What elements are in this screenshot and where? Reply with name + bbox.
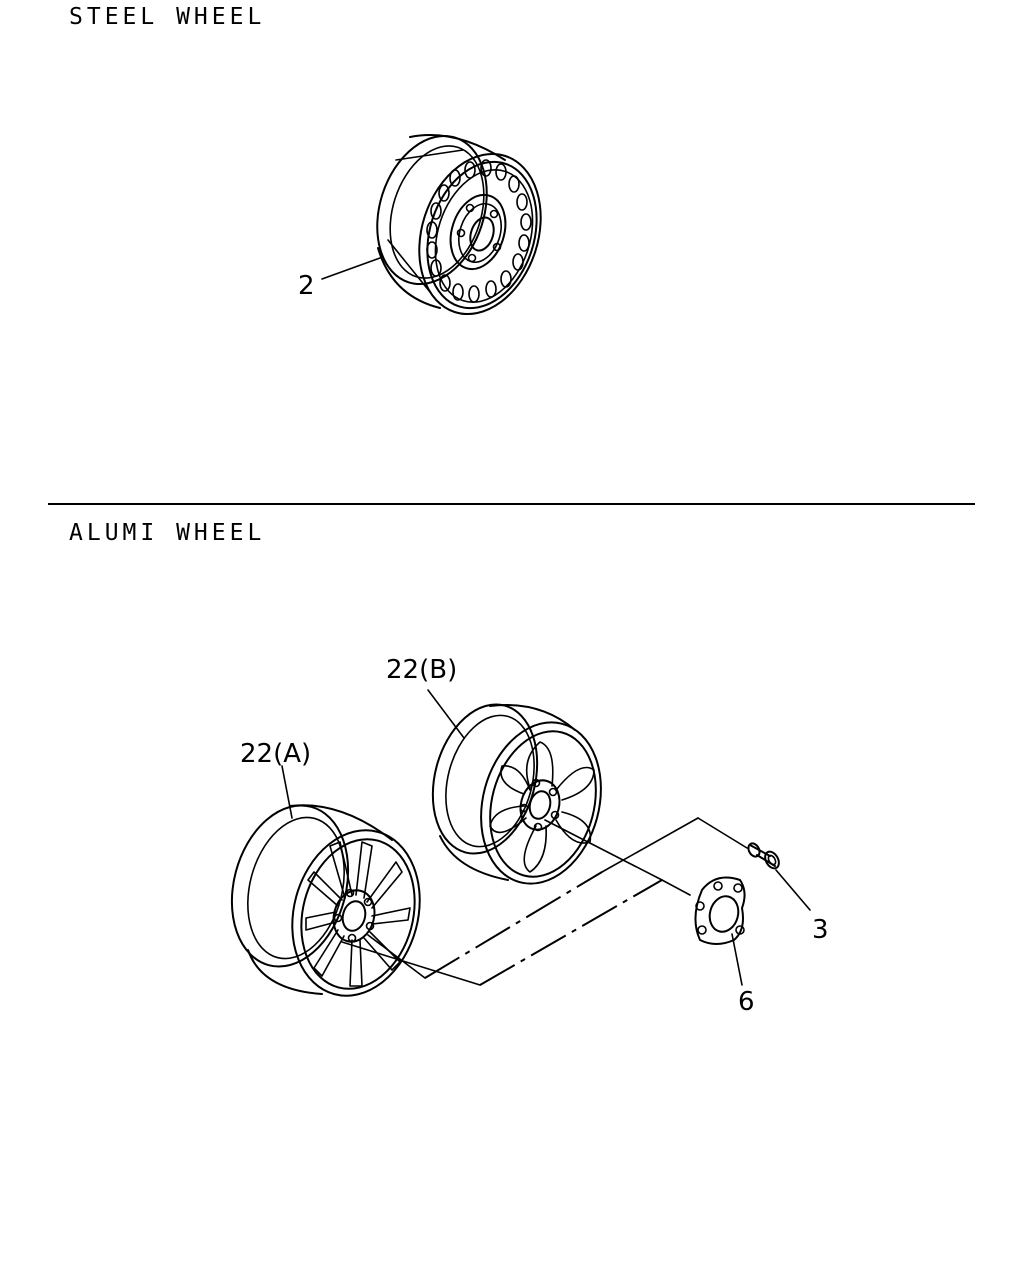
center-cap — [694, 876, 746, 945]
alumi-wheel-b — [431, 703, 602, 885]
callout-6: 6 — [738, 987, 755, 1017]
leader-line-3 — [775, 869, 811, 911]
callout-3: 3 — [812, 915, 829, 945]
alumi-wheel-a — [230, 804, 421, 997]
leader-line-6 — [731, 933, 743, 986]
callout-22b: 22(B) — [386, 655, 457, 685]
leader-line-22b — [427, 689, 465, 739]
leader-line-2 — [321, 257, 381, 280]
steel-wheel-section-title: STEEL WHEEL — [69, 4, 266, 30]
steel-wheel — [376, 134, 542, 316]
callout-2: 2 — [298, 271, 315, 301]
wheel-nut — [747, 842, 780, 870]
alumi-wheel-section-title: ALUMI WHEEL — [69, 520, 266, 546]
callout-22a: 22(A) — [240, 739, 311, 769]
leader-line-22a — [281, 765, 293, 819]
assembly-lines — [341, 817, 748, 986]
section-divider — [48, 503, 975, 505]
